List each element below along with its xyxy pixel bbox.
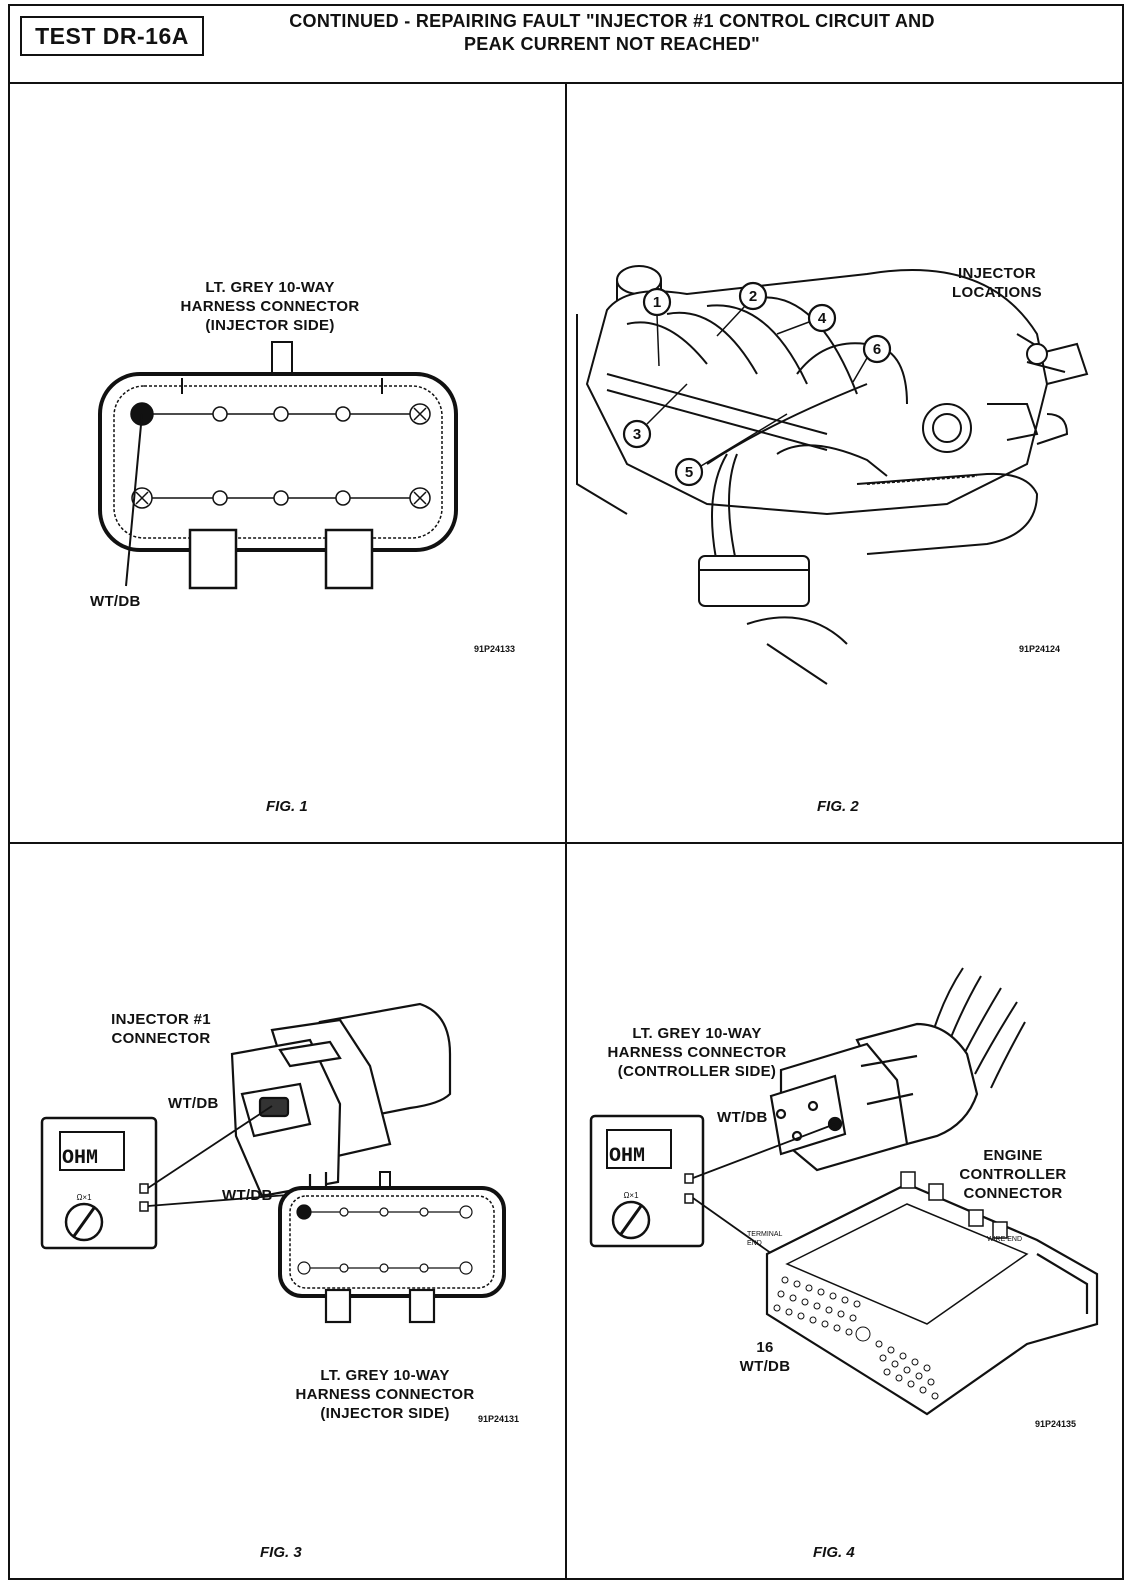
page-title: CONTINUED - REPAIRING FAULT "INJECTOR #1… [212, 10, 1012, 56]
fig3-meter-mode: Ω×1 [76, 1193, 92, 1202]
fig3-harness-label-line2: HARNESS CONNECTOR [295, 1386, 475, 1403]
fig4-wire-end: WIRE END [987, 1236, 1022, 1243]
fig2-caption: FIG. 2 [817, 798, 859, 815]
fig1-wire-label: WT/DB [90, 593, 141, 610]
fig2-panel: 1 2 3 4 5 6 INJECTOR LOCATIONS 91P24124 … [567, 84, 1123, 841]
injector-1-connector [230, 1002, 452, 1198]
horizontal-divider [8, 842, 1124, 844]
callout-leaders [646, 305, 868, 467]
callout-5 [674, 457, 704, 487]
fig3-harness-label-line3: (INJECTOR SIDE) [320, 1405, 450, 1422]
ohmmeter-right [589, 1114, 705, 1248]
callout-5-text: 5 [685, 464, 693, 481]
fig3-panel: OHM Ω×1 INJECTOR #1 CONNECTOR WT/DB WT/D… [10, 844, 564, 1578]
fig4-ecm-label-line2: CONTROLLER [959, 1166, 1067, 1183]
title-line-2: PEAK CURRENT NOT REACHED" [463, 34, 761, 54]
fig2-code: 91P24124 [1019, 644, 1061, 654]
small-connector-pins [296, 1204, 473, 1275]
fig1-label-line1: LT. GREY 10-WAY [205, 279, 335, 296]
fig3-drawing: OHM Ω×1 [40, 1002, 506, 1324]
harness-connector-small [278, 1171, 506, 1324]
fig3-meter-display: OHM [62, 1147, 98, 1170]
fig1-connector-drawing [98, 341, 458, 590]
fig3-code: 91P24131 [478, 1414, 520, 1424]
callout-2-text: 2 [749, 288, 757, 305]
fig4-meter-display: OHM [609, 1145, 645, 1168]
fig3-harness-label: LT. GREY 10-WAY HARNESS CONNECTOR (INJEC… [282, 1366, 488, 1423]
callout-2 [738, 281, 768, 311]
controller-side-connector [769, 1022, 979, 1172]
fig2-label-line2: LOCATIONS [952, 284, 1042, 301]
wt-db-leader [125, 413, 143, 587]
fig4-meter-mode: Ω×1 [623, 1191, 639, 1200]
fig4-ecm-label-line1: ENGINE [983, 1147, 1043, 1164]
fig3-injector-label-line1: INJECTOR #1 [111, 1011, 211, 1028]
fig4-pin-label: 16 WT/DB [735, 1338, 795, 1376]
vertical-divider [565, 82, 567, 1578]
fig3-test-leads [147, 1105, 301, 1207]
connector-pins [130, 402, 431, 509]
fig1-code: 91P24133 [474, 644, 516, 654]
fig4-wire-label: WT/DB [717, 1109, 768, 1126]
callout-3-text: 3 [633, 426, 641, 443]
fig3-injector-label: INJECTOR #1 CONNECTOR [106, 1010, 216, 1048]
callout-4-text: 4 [818, 310, 827, 327]
fig1-panel: LT. GREY 10-WAY HARNESS CONNECTOR (INJEC… [10, 84, 564, 841]
fig4-ecm-label: ENGINE CONTROLLER CONNECTOR [953, 1146, 1073, 1203]
fig4-ecm-label-line3: CONNECTOR [963, 1185, 1063, 1202]
fig4-pin-label-line2: WT/DB [739, 1358, 791, 1375]
ohmmeter-left [40, 1116, 158, 1250]
fig4-harness-label-line3: (CONTROLLER SIDE) [617, 1063, 777, 1080]
fig2-label: INJECTOR LOCATIONS [927, 264, 1067, 302]
fig2-engine-drawing: 1 2 3 4 5 6 [576, 265, 1089, 685]
header: TEST DR-16A CONTINUED - REPAIRING FAULT … [8, 4, 1124, 84]
callout-4 [807, 303, 837, 333]
fig4-harness-label-line2: HARNESS CONNECTOR [607, 1044, 787, 1061]
callout-6 [862, 334, 892, 364]
fig3-harness-label-line1: LT. GREY 10-WAY [320, 1367, 450, 1384]
fig1-label: LT. GREY 10-WAY HARNESS CONNECTOR (INJEC… [160, 278, 380, 335]
fig4-harness-label: LT. GREY 10-WAY HARNESS CONNECTOR (CONTR… [597, 1024, 797, 1081]
fig4-pin-label-line1: 16 [756, 1339, 774, 1356]
fig4-harness-label-line1: LT. GREY 10-WAY [632, 1025, 762, 1042]
fig3-wire-label-mid: WT/DB [222, 1187, 273, 1204]
harness-wires [926, 967, 1026, 1089]
injector-callouts [622, 281, 892, 487]
engine-outline [576, 265, 1089, 685]
fig1-caption: FIG. 1 [266, 798, 308, 815]
callout-1-text: 1 [653, 294, 661, 311]
fig3-injector-label-line2: CONNECTOR [111, 1030, 211, 1047]
callout-3 [622, 419, 652, 449]
fig1-label-line3: (INJECTOR SIDE) [205, 317, 335, 334]
fig1-label-line2: HARNESS CONNECTOR [180, 298, 360, 315]
fig4-panel: OHM Ω×1 LT. GREY 10-WAY HARNESS CONNECTO… [567, 844, 1123, 1578]
fig3-caption: FIG. 3 [260, 1544, 302, 1561]
title-line-1: CONTINUED - REPAIRING FAULT "INJECTOR #1… [289, 11, 935, 31]
fig4-drawing: OHM Ω×1 [589, 967, 1099, 1416]
test-id-box: TEST DR-16A [20, 16, 204, 56]
fig4-code: 91P24135 [1035, 1419, 1077, 1429]
fig2-label-line1: INJECTOR [958, 265, 1036, 282]
page-frame [8, 4, 1124, 1580]
ecm-pin-rows [773, 1276, 939, 1400]
fig4-terminal-end: TERMINAL END [747, 1231, 783, 1247]
fig3-wire-label-top: WT/DB [168, 1095, 219, 1112]
engine-controller-connector [765, 1171, 1099, 1416]
fig4-caption: FIG. 4 [813, 1544, 855, 1561]
harness-connector-10way [98, 341, 458, 590]
callout-6-text: 6 [873, 341, 881, 358]
